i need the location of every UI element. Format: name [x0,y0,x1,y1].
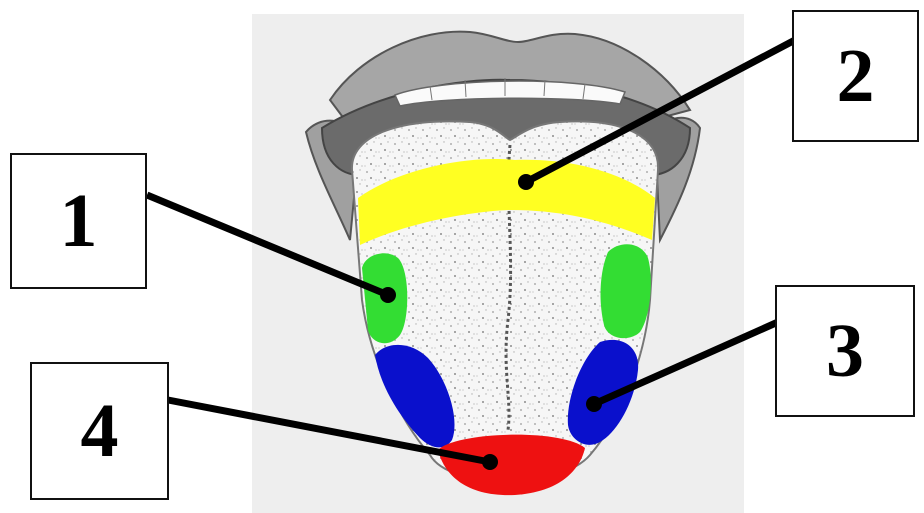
label-4-text: 4 [81,388,119,475]
label-3-text: 3 [826,308,864,395]
leader-dot-4 [482,454,498,470]
leader-dot-1 [380,287,396,303]
label-box-3: 3 [775,285,915,417]
zone-4-tip [438,435,585,495]
zone-1-right-side [601,244,651,338]
leader-dot-3 [586,396,602,412]
leader-dot-2 [518,174,534,190]
label-box-2: 2 [792,10,919,142]
label-box-1: 1 [10,153,147,289]
label-2-text: 2 [837,33,875,120]
label-box-4: 4 [30,362,169,500]
label-1-text: 1 [60,178,98,265]
